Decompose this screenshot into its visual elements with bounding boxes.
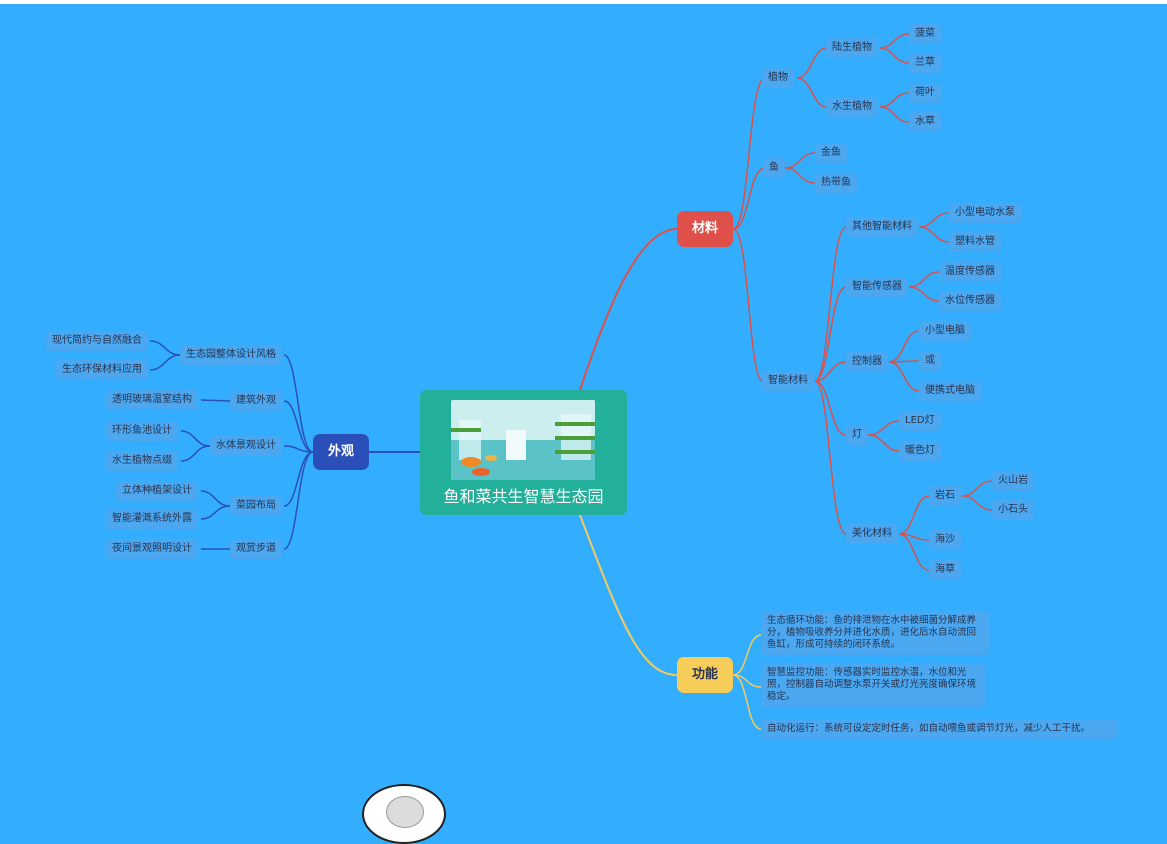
node-land-plants[interactable]: 陆生植物 — [826, 38, 878, 58]
node-ring-pond[interactable]: 环形鱼池设计 — [106, 421, 178, 441]
node-modern-nature[interactable]: 现代简约与自然融合 — [46, 331, 148, 351]
node-garden-layout[interactable]: 菜园布局 — [230, 496, 282, 516]
node-aquatic-plants[interactable]: 水生植物点缀 — [106, 451, 178, 471]
node-fish[interactable]: 鱼 — [763, 158, 785, 178]
node-walkway[interactable]: 观赏步道 — [230, 539, 282, 559]
node-water-pump[interactable]: 小型电动水泵 — [949, 203, 1021, 223]
node-irrigation[interactable]: 智能灌溉系统外露 — [106, 509, 198, 529]
node-spinach[interactable]: 菠菜 — [909, 24, 941, 44]
top-border — [0, 0, 1167, 4]
node-smart-sensors[interactable]: 智能传感器 — [846, 277, 908, 297]
root-node[interactable]: 鱼和菜共生智慧生态园 — [420, 390, 627, 515]
connector-lines — [149, 33, 993, 730]
node-seaweed[interactable]: 海草 — [929, 560, 961, 580]
node-smart-materials[interactable]: 智能材料 — [762, 371, 814, 391]
node-goldfish[interactable]: 金鱼 — [815, 143, 847, 163]
node-rock[interactable]: 岩石 — [929, 486, 961, 506]
node-night-lighting[interactable]: 夜间景观照明设计 — [106, 539, 198, 559]
node-level-sensor[interactable]: 水位传感器 — [939, 291, 1001, 311]
node-small-computer[interactable]: 小型电脑 — [919, 321, 971, 341]
node-plastic-pipe[interactable]: 塑料水管 — [949, 232, 1001, 252]
aquaponics-image — [451, 400, 595, 480]
node-plants[interactable]: 植物 — [762, 68, 794, 88]
node-other-smart[interactable]: 其他智能材料 — [846, 217, 918, 237]
node-laptop[interactable]: 便携式电脑 — [919, 381, 981, 401]
node-vertical-rack[interactable]: 立体种植架设计 — [116, 481, 198, 501]
func-automation[interactable]: 自动化运行：系统可设定定时任务，如自动喂鱼或调节灯光，减少人工干扰。 — [761, 719, 1118, 739]
avatar-face-icon — [386, 796, 424, 828]
root-title: 鱼和菜共生智慧生态园 — [443, 487, 604, 506]
node-building-exterior[interactable]: 建筑外观 — [230, 391, 282, 411]
link-materials — [579, 228, 678, 391]
node-glass-greenhouse[interactable]: 透明玻璃温室结构 — [106, 390, 198, 410]
aquaponics-illustration — [451, 400, 595, 480]
node-temp-sensor[interactable]: 温度传感器 — [939, 262, 1001, 282]
node-sea-sand[interactable]: 海沙 — [929, 530, 961, 550]
node-led[interactable]: LED灯 — [899, 411, 941, 431]
node-design-style[interactable]: 生态园整体设计风格 — [180, 345, 282, 365]
func-smart-monitor[interactable]: 智慧监控功能：传感器实时监控水温，水位和光照，控制器自动调整水泵开关或灯光亮度确… — [761, 663, 985, 707]
node-water-landscape[interactable]: 水体景观设计 — [210, 436, 282, 456]
branch-appearance[interactable]: 外观 — [313, 434, 369, 470]
node-controller[interactable]: 控制器 — [846, 352, 888, 372]
node-eco-materials[interactable]: 生态环保材料应用 — [56, 360, 148, 380]
branch-materials[interactable]: 材料 — [677, 211, 733, 247]
node-or[interactable]: 或 — [919, 351, 941, 371]
avatar[interactable] — [362, 784, 446, 844]
branch-functions[interactable]: 功能 — [677, 657, 733, 693]
node-pebbles[interactable]: 小石头 — [992, 500, 1034, 520]
node-decor[interactable]: 美化材料 — [846, 524, 898, 544]
node-orchid[interactable]: 兰草 — [909, 53, 941, 73]
node-lights[interactable]: 灯 — [846, 425, 868, 445]
node-warm-light[interactable]: 暖色灯 — [899, 441, 941, 461]
node-water-plants[interactable]: 水生植物 — [826, 97, 878, 117]
node-tropical-fish[interactable]: 热带鱼 — [815, 173, 857, 193]
node-volcanic-rock[interactable]: 火山岩 — [992, 471, 1034, 491]
func-eco-cycle[interactable]: 生态循环功能：鱼的排泄物在水中被细菌分解成养分，植物吸收养分并进化水质，进化后水… — [761, 611, 989, 655]
link-functions — [579, 514, 678, 676]
node-lotus-leaf[interactable]: 荷叶 — [909, 83, 941, 103]
node-waterweed[interactable]: 水草 — [909, 112, 941, 132]
